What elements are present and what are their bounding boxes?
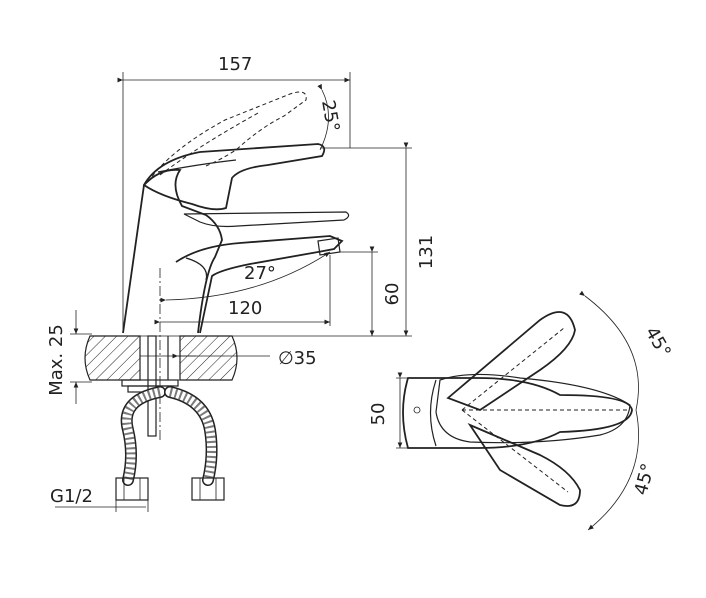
handle (142, 143, 326, 211)
top-body (402, 377, 633, 449)
dim-spout-reach: 120 (228, 298, 262, 319)
handle-raised-dashed (147, 91, 307, 183)
dim-rotation-upper: 45° (641, 323, 675, 361)
dim-max-thickness: Max. 25 (46, 324, 67, 396)
top-handle-lower (467, 422, 581, 507)
dim-body-diameter: 50 (368, 403, 389, 426)
dim-height-total: 131 (416, 235, 437, 269)
top-handle-upper (446, 311, 576, 412)
dim-handle-angle: 25° (317, 98, 343, 133)
faucet-body (122, 168, 223, 334)
dim-hole-diameter: ∅35 (278, 348, 317, 369)
dim-rotation-lower: 45° (631, 461, 660, 497)
side-view: 157 25° 131 60 27° 120 (46, 54, 437, 512)
countertop-section (84, 335, 141, 381)
dim-width-total: 157 (218, 54, 252, 75)
top-view: 45° 45° 50 (368, 290, 675, 531)
dim-connection-thread: G1/2 (50, 486, 93, 507)
dim-spout-height: 60 (382, 283, 403, 306)
dim-spout-angle: 27° (244, 263, 276, 284)
